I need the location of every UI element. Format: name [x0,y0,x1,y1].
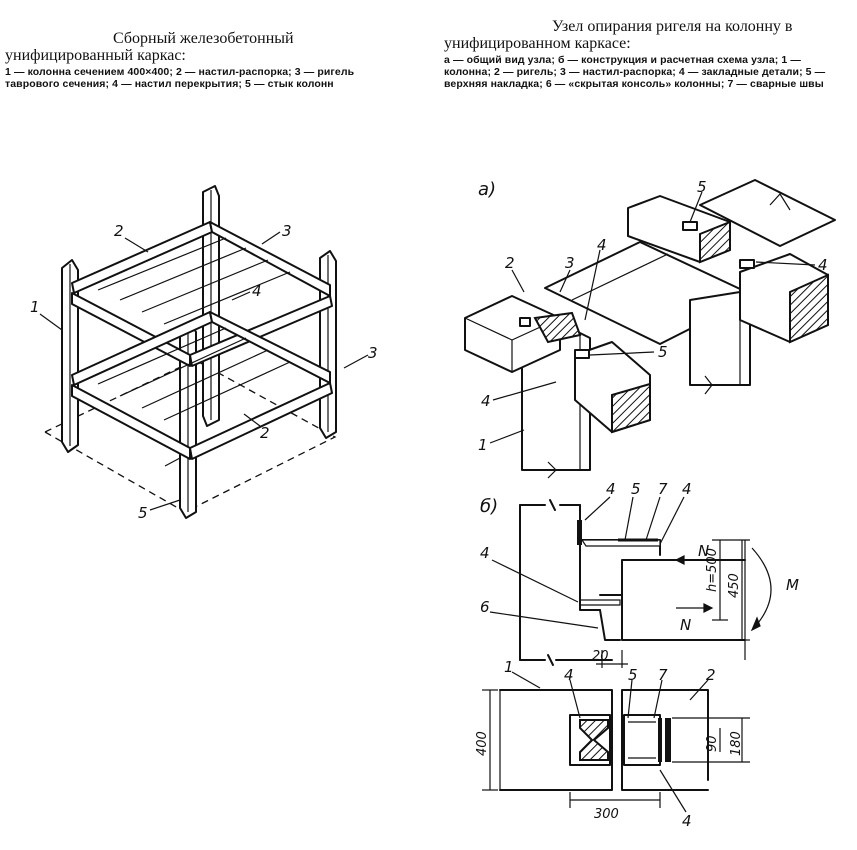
fig-b-label-4b: 4 [682,480,692,498]
fig-b-label-4d: 4 [564,666,574,684]
fig-a-label-4-left: 4 [481,392,491,410]
dim-300: 300 [594,807,619,822]
frame-label-5: 5 [138,504,148,522]
fig-b-label-5b: 5 [628,666,638,684]
moment-M: M [786,576,799,594]
fig-a-node-general-view: а) [464,178,836,479]
dim-h500: h=500 [705,548,720,592]
frame-label-2-top: 2 [114,222,124,240]
fig-b-label-5: 5 [631,480,641,498]
column-left [61,259,79,453]
fig-a-label-2: 2 [505,254,515,272]
fig-b-label-7: 7 [658,480,668,498]
right-caption-legend: а — общий вид узла; б — конструкция и ра… [444,54,826,90]
force-N-top: N [698,542,709,560]
frame-label-3-right: 3 [368,344,378,362]
left-caption-legend: 1 — колонна сечением 400×400; 2 — настил… [5,66,355,90]
fig-a-label-1: 1 [478,436,488,454]
plan-hidden-consol [579,719,609,761]
fig-a-label-4-top: 4 [597,236,607,254]
left-caption-title: Сборный железобетонный унифицированный к… [5,30,294,64]
fig-a-label-5-top: 5 [697,178,707,196]
dim-180: 180 [729,731,744,756]
column-section [533,311,582,344]
fig-b-label-7b: 7 [658,666,668,684]
lower-tier [71,311,333,460]
girder-left [464,295,561,373]
moment-arc [751,547,772,631]
fig-b-label-4e: 4 [682,812,692,830]
force-N-bottom: N [680,616,691,634]
dim-450: 450 [727,573,742,598]
column-right [319,250,337,439]
frame-label-1: 1 [30,298,40,316]
fig-b-label-6: 6 [480,598,490,616]
right-caption-title: Узел опирания ригеля на колонну в унифиц… [444,18,793,52]
fig-a-label-5-mid: 5 [658,343,668,361]
fig-b-construction-scheme: б) [475,480,799,830]
fig-b-label-2: 2 [706,666,716,684]
upper-tier [71,221,333,367]
dim-400: 400 [475,731,490,756]
fig-b-label-4a: 4 [606,480,616,498]
fig-a-label-3: 3 [565,254,575,272]
column-back [689,291,751,386]
girder-outline [599,559,746,596]
girder-top [579,504,661,556]
plan-girder [621,689,709,791]
fig-a-tag: а) [478,179,496,200]
dim-90: 90 [705,735,720,752]
precast-frame-illustration: 1 2 3 4 3 2 5 [30,185,378,522]
back-slab [699,179,836,247]
embedded-plate [519,317,531,327]
fig-a-label-4-right: 4 [818,256,828,274]
frame-label-2-front: 2 [260,424,270,442]
plan-column [499,689,613,791]
dim-20: 20 [592,649,609,664]
left-caption: Сборный железобетонный унифицированный к… [5,30,405,90]
fig-b-label-1: 1 [504,658,514,676]
frame-label-3-top: 3 [282,222,292,240]
frame-label-4: 4 [252,282,262,300]
right-caption: Узел опирания ригеля на колонну в унифиц… [444,18,848,90]
ground-outline [44,359,337,513]
consol [599,609,621,641]
fig-b-label-4c: 4 [480,544,490,562]
fig-b-tag: б) [480,496,498,517]
